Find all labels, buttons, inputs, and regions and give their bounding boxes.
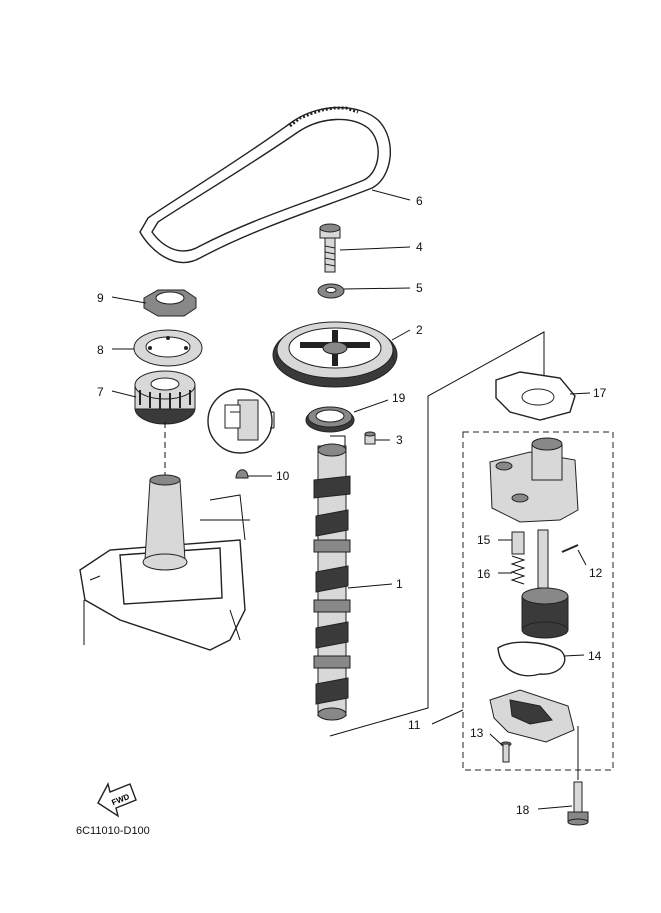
callout-labels: 6 4 5 2 9 8 7 19 3 10 1 17 15 16 12 14 1…: [97, 194, 607, 817]
fwd-arrow-icon: FWD: [97, 782, 137, 818]
callout-3: 3: [396, 433, 403, 447]
callout-14: 14: [588, 649, 602, 663]
callout-2: 2: [416, 323, 423, 337]
diagram-code: 6C11010-D100: [76, 825, 150, 837]
relief-plunger-15: [511, 531, 525, 555]
nut-9: [143, 289, 197, 317]
leader-lines: [111, 189, 591, 810]
callout-1: 1: [396, 577, 403, 591]
key-detail-circle: [207, 388, 275, 454]
oil-pump-body: [489, 437, 579, 523]
gasket-17: [495, 371, 576, 421]
camshaft-pulley-2: [272, 321, 398, 388]
pump-cover: [489, 689, 575, 743]
callout-5: 5: [416, 281, 423, 295]
callout-7: 7: [97, 385, 104, 399]
callout-9: 9: [97, 291, 104, 305]
callout-18: 18: [516, 803, 530, 817]
drive-pulley-7: [134, 370, 196, 425]
plate-8: [133, 329, 203, 367]
timing-belt: [139, 106, 391, 264]
bolt-18: [567, 726, 589, 826]
callout-4: 4: [416, 240, 423, 254]
pin-3: [364, 431, 376, 445]
callout-12: 12: [589, 566, 603, 580]
woodruff-key-10: [235, 469, 249, 479]
washer-5: [317, 283, 345, 299]
oil-seal-19: [305, 406, 355, 433]
callout-11: 11: [408, 718, 421, 732]
callout-6: 6: [416, 194, 423, 208]
bolt-4: [319, 223, 341, 273]
cylinder-block: [79, 474, 250, 651]
callout-16: 16: [477, 567, 491, 581]
callout-17: 17: [593, 386, 607, 400]
callout-15: 15: [477, 533, 491, 547]
callout-13: 13: [470, 726, 484, 740]
oil-pump-assy-box: [462, 431, 614, 771]
callout-8: 8: [97, 343, 104, 357]
relief-spring-16: [510, 555, 526, 585]
callout-10: 10: [276, 469, 290, 483]
camshaft-1: [313, 443, 351, 721]
pump-rotor: [521, 587, 569, 639]
pin-12: [561, 544, 579, 553]
o-ring-14: [497, 641, 566, 677]
callout-19: 19: [392, 391, 406, 405]
drive-shaft: [537, 529, 549, 589]
